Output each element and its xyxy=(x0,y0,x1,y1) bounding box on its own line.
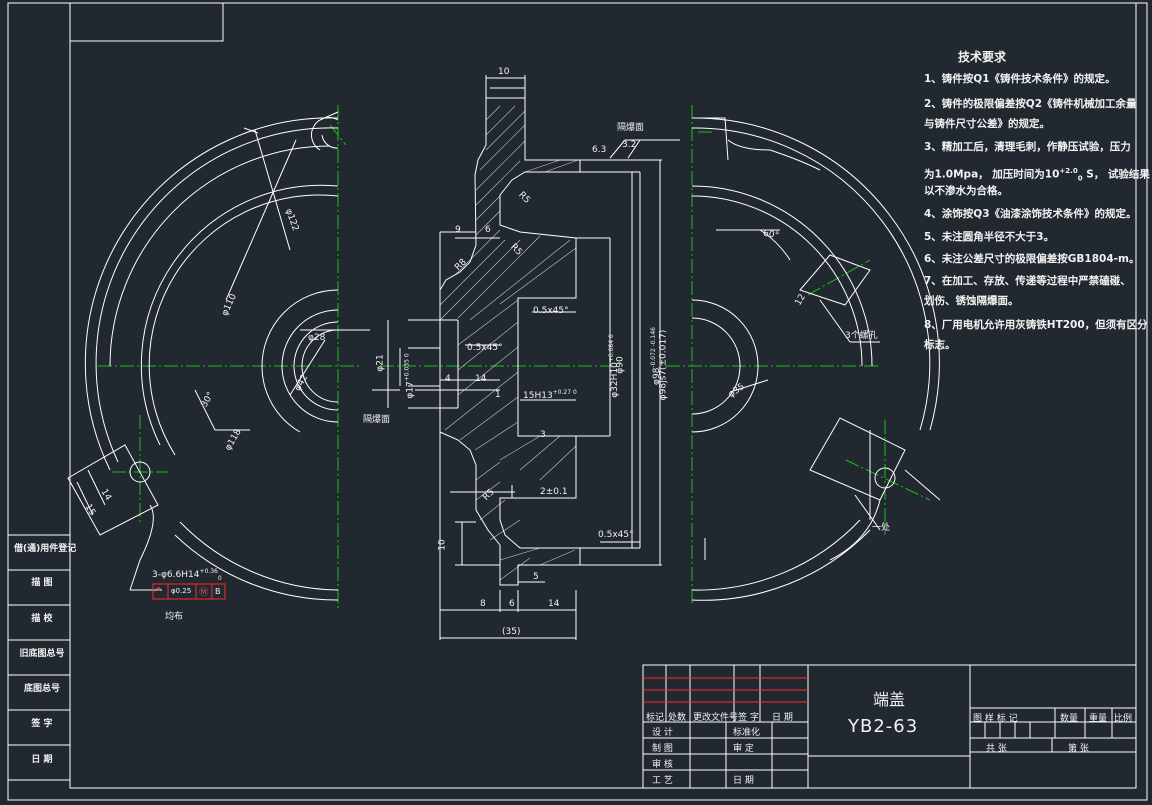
dim-1: 1 xyxy=(495,390,501,400)
title-block-red xyxy=(152,583,808,703)
centerlines xyxy=(98,105,931,610)
tech-req-2b: 与铸件尺寸公差》的规定。 xyxy=(924,118,1050,130)
approval-check: 审 核 xyxy=(652,760,673,770)
tech-req-6: 6、未注公差尺寸的极限偏差按GB1804-m。 xyxy=(924,253,1140,265)
one-place: 一处 xyxy=(872,523,891,533)
info-header-qty: 数量 xyxy=(1060,714,1079,724)
position-symbol-icon: ⌖ xyxy=(156,585,162,595)
tech-req-1: 1、铸件按Q1《铸件技术条件》的规定。 xyxy=(924,73,1116,85)
mmc-symbol-icon: Ⓜ xyxy=(199,588,209,598)
roughness-3-2: 3.2 xyxy=(622,140,637,150)
time-sup: +2.0 xyxy=(1059,167,1078,175)
side-label-4: 旧底图总号 xyxy=(19,649,65,659)
hole-callout-text: 3-φ6.6H14 xyxy=(152,570,200,580)
tol-datum: B xyxy=(215,587,221,596)
side-strip xyxy=(7,534,70,800)
dim-9: 9 xyxy=(455,225,461,235)
dim-14-a: 14 xyxy=(475,374,487,384)
dim-d17: φ17+0.035 0 xyxy=(404,353,416,398)
info-header-weight: 重量 xyxy=(1089,714,1108,724)
rev-header-doc: 更改文件号 xyxy=(693,713,739,723)
three-nuts: 3个螺孔 xyxy=(845,331,878,341)
sheets-total: 共 张 xyxy=(986,744,1007,754)
dim-d98-tol: -0.072 -0.146 xyxy=(649,327,657,368)
part-name: 端盖 xyxy=(873,690,906,709)
tech-req-8: 8、厂用电机允许用灰铸铁HT200，但须有区分 xyxy=(924,319,1148,331)
drawing-number: YB2-63 xyxy=(848,716,919,737)
dim-6-top: 6 xyxy=(485,225,491,235)
dim-chamfer-c: 0.5x45° xyxy=(598,530,634,540)
approval-process: 工 艺 xyxy=(652,776,673,786)
tech-req-2: 2、铸件的极限偏差按Q2《铸件机械加工余量 xyxy=(924,98,1137,110)
right-view xyxy=(691,117,941,601)
tech-req-3b: 为1.0Mpa， 加压时间为10+2.00 S， 试验结果 xyxy=(924,164,1150,187)
tech-req-3c: 以不渗水为合格。 xyxy=(924,185,1008,197)
side-label-7: 日 期 xyxy=(31,755,53,765)
dim-d17-main: φ17 xyxy=(405,381,416,399)
dim-6-bottom: 6 xyxy=(509,599,515,609)
dim-d28: φ28 xyxy=(308,333,326,343)
side-label-5: 底图总号 xyxy=(23,684,60,694)
dim-2: 2±0.1 xyxy=(540,487,568,497)
dim-overall-35: (35) xyxy=(502,627,521,637)
tech-req-7b: 划伤、锈蚀隔爆面。 xyxy=(924,295,1019,307)
rev-header-date: 日 期 xyxy=(772,713,793,723)
tech-req-3b-suffix: S， 试验结果 xyxy=(1086,168,1150,181)
approval-final: 审 定 xyxy=(733,744,754,754)
dim-d21: φ21 xyxy=(375,354,386,372)
dim-4: 4 xyxy=(445,374,451,384)
side-label-1: 借(通)用件登记 xyxy=(14,544,77,554)
dim-14-b: 14 xyxy=(548,599,560,609)
dim-d90: φ90 xyxy=(615,356,626,374)
section-view xyxy=(372,75,680,640)
tech-req-7: 7、在加工、存放、传递等过程中严禁磕碰、 xyxy=(924,275,1131,287)
dim-d32-tol: +0.084 0 xyxy=(607,334,615,363)
rev-header-mark: 标记 xyxy=(646,713,665,723)
tech-req-3b-text: 为1.0Mpa， 加压时间为10 xyxy=(924,168,1060,181)
dim-chamfer-b: 0.5x45° xyxy=(467,343,503,353)
side-label-2: 描 图 xyxy=(31,578,53,588)
dim-15h13-main: 15H13 xyxy=(523,391,553,401)
approval-design: 设 计 xyxy=(652,728,673,738)
tech-req-4: 4、涂饰按Q3《油漆涂饰技术条件》的规定。 xyxy=(924,208,1137,220)
tech-req-title: 技术要求 xyxy=(958,50,1007,64)
flameproof-label-top: 隔爆面 xyxy=(617,123,645,133)
dim-d17-tol: +0.035 0 xyxy=(403,353,411,382)
hole-callout-tol-bottom: 0 xyxy=(217,574,222,582)
info-header-scale: 比例 xyxy=(1114,714,1133,724)
approval-date: 日 期 xyxy=(733,776,754,786)
tech-req-5: 5、未注圆角半径不大于3。 xyxy=(924,231,1055,243)
hole-callout: 3-φ6.6H14+0.360 xyxy=(152,568,222,582)
side-label-6: 签 字 xyxy=(31,719,53,729)
left-view xyxy=(67,111,370,601)
dim-top-10: 10 xyxy=(498,67,510,77)
dim-5: 5 xyxy=(533,572,539,582)
dim-3: 3 xyxy=(540,430,546,440)
rev-header-count: 处数 xyxy=(668,713,687,723)
dim-10: 10 xyxy=(437,539,448,551)
sheet-number: 第 张 xyxy=(1068,744,1089,754)
hole-callout-tol-top: +0.36 xyxy=(199,568,218,575)
drawing-frame xyxy=(7,2,1148,801)
approval-draw: 制 图 xyxy=(652,744,673,754)
time-sub: 0 xyxy=(1077,174,1083,183)
evenly-distributed: 均布 xyxy=(165,612,184,622)
dim-chamfer-a: 0.5x45° xyxy=(533,306,569,316)
flameproof-label-left: 隔爆面 xyxy=(363,415,391,425)
dim-8: 8 xyxy=(480,599,486,609)
rev-header-sign: 签 字 xyxy=(738,713,759,723)
approval-standard: 标准化 xyxy=(733,728,761,738)
section-hatch xyxy=(439,105,579,581)
title-block-lines xyxy=(642,664,1137,789)
tech-req-8b: 标志。 xyxy=(924,339,956,351)
dim-15h13: 15H13+0.27 0 xyxy=(523,389,577,401)
tech-req-3: 3、精加工后，清理毛刺，作静压试验，压力 xyxy=(924,141,1131,153)
info-header-mark: 图 样 标 记 xyxy=(973,714,1018,724)
side-label-3: 描 校 xyxy=(31,614,53,624)
roughness-6-3: 6.3 xyxy=(592,145,607,155)
tol-value: φ0.25 xyxy=(171,587,192,595)
dim-15h13-tol: +0.27 0 xyxy=(552,389,577,396)
dim-d98-outer: φ98js7(±0.017) xyxy=(658,329,669,401)
